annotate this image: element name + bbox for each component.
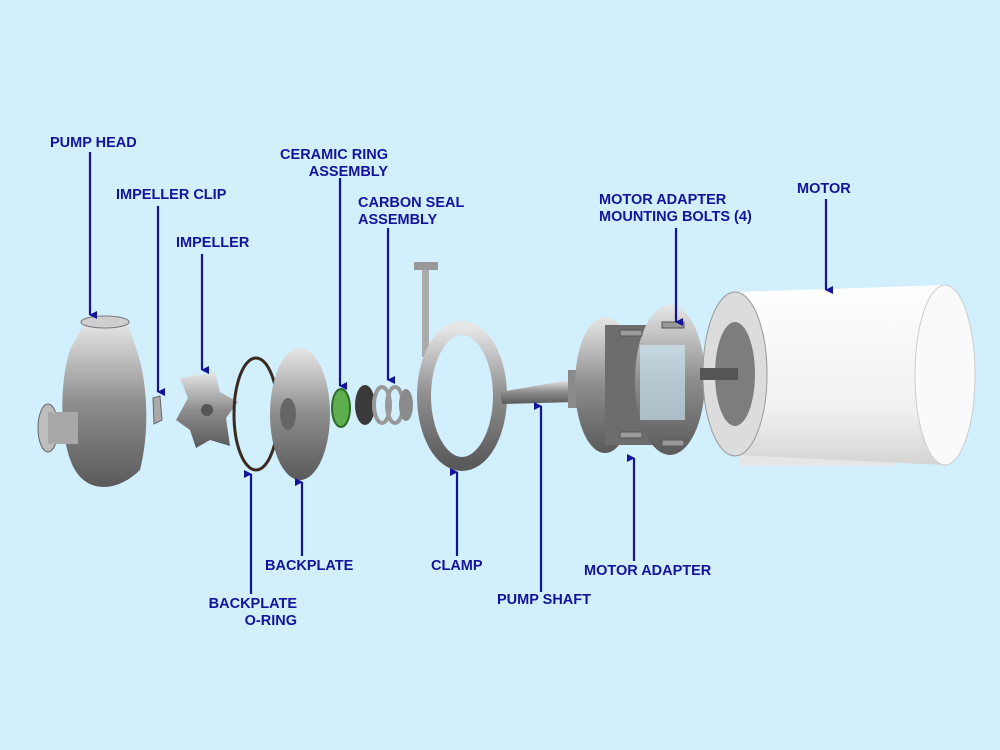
mounting-bolts — [619, 321, 685, 447]
label-carbon-seal-assembly: CARBON SEAL ASSEMBLY — [358, 195, 464, 229]
motor — [700, 284, 976, 466]
label-motor-adapter: MOTOR ADAPTER — [584, 563, 712, 579]
label-motor-adapter-mounting-bolts: MOTOR ADAPTER MOUNTING BOLTS (4) — [599, 192, 752, 226]
label-line: ASSEMBLY — [358, 212, 438, 228]
label-line: CARBON SEAL — [358, 195, 465, 211]
clamp — [414, 262, 507, 471]
label-line: BACKPLATE — [208, 596, 297, 612]
ceramic-ring — [331, 388, 351, 428]
label-motor: MOTOR — [797, 181, 851, 197]
backplate — [270, 348, 330, 480]
impeller-clip — [152, 395, 163, 425]
label-pump-shaft: PUMP SHAFT — [497, 592, 591, 608]
label-line: CERAMIC RING — [280, 147, 388, 163]
label-line: ASSEMBLY — [308, 164, 388, 180]
motor-adapter — [575, 305, 705, 455]
carbon-seal — [355, 385, 413, 425]
label-impeller-clip: IMPELLER CLIP — [116, 187, 227, 203]
label-impeller: IMPELLER — [176, 235, 250, 251]
pump-head — [37, 315, 147, 487]
leader-lines — [88, 152, 833, 594]
label-backplate-o-ring: BACKPLATE O-RING — [209, 596, 297, 630]
label-line: O-RING — [244, 613, 297, 629]
label-line: MOTOR ADAPTER — [599, 192, 727, 208]
label-clamp: CLAMP — [431, 558, 483, 574]
label-backplate: BACKPLATE — [265, 558, 354, 574]
label-pump-head: PUMP HEAD — [50, 135, 137, 151]
label-line: MOUNTING BOLTS (4) — [599, 209, 752, 225]
label-ceramic-ring-assembly: CERAMIC RING ASSEMBLY — [280, 147, 388, 181]
